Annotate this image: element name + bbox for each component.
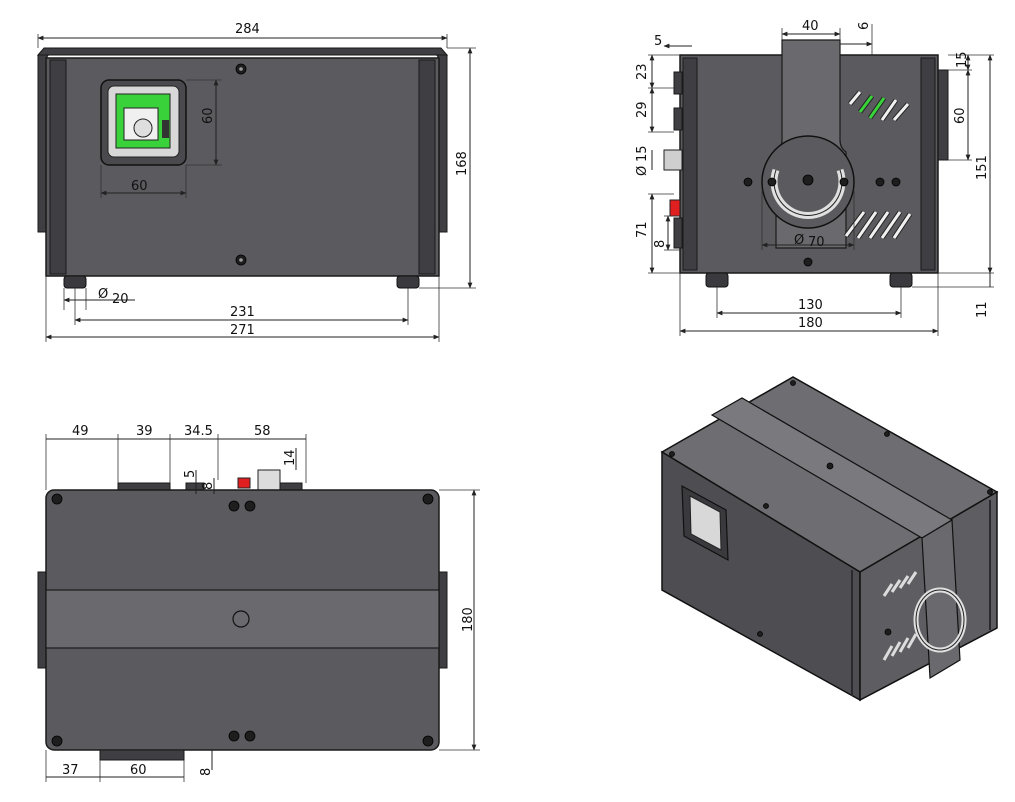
iso-vents (882, 571, 918, 661)
front-screw-top-in (239, 67, 243, 71)
dim-overall-width: 284 (235, 22, 260, 37)
side-right-rail (920, 57, 936, 271)
front-top-bracket (36, 47, 449, 56)
side-power-socket (673, 217, 683, 249)
iso-bracket-side (921, 518, 961, 680)
side-screw-a (743, 177, 753, 187)
dim-top-58: 58 (254, 424, 271, 439)
dim-bracket-width: 40 (802, 19, 819, 34)
top-connector-c (257, 469, 281, 493)
front-window-lens (133, 118, 153, 138)
iso-screw-2 (884, 431, 890, 437)
dim-knob-diameter: 70 (808, 235, 825, 250)
front-foot-right (396, 275, 420, 289)
front-left-rail (49, 59, 67, 275)
side-foot-left (705, 272, 729, 288)
dim-body-width: 271 (230, 323, 255, 338)
top-view: 49 39 34.5 58 5 8 14 180 37 60 8 (37, 424, 480, 782)
top-screw-tr (422, 493, 434, 505)
top-center-hole (232, 610, 250, 628)
front-foot-left (63, 275, 87, 289)
dim-8: 8 (653, 240, 668, 248)
dim-29: 29 (635, 101, 650, 118)
iso-screw-7 (757, 631, 763, 637)
front-right-rail (418, 59, 436, 275)
dim-height: 168 (455, 151, 470, 176)
iso-screw-4 (669, 451, 675, 457)
side-knob-screw-l (767, 177, 777, 187)
top-screw-b1 (228, 730, 240, 742)
dim-body-height: 151 (975, 155, 990, 180)
dim-top-49: 49 (72, 424, 89, 439)
side-foot-right (889, 272, 913, 288)
side-screw-bottom (803, 257, 813, 267)
top-screw-tl (51, 493, 63, 505)
iso-screw-6 (763, 503, 769, 509)
dim-15: 15 (955, 51, 970, 68)
isometric-view (660, 376, 999, 702)
side-power-switch (669, 199, 681, 217)
dim-connector-diameter: 15 (635, 145, 650, 162)
side-connector-top (673, 71, 683, 95)
dim-bracket-offset: 6 (857, 22, 872, 30)
dim-top-offset: 5 (654, 34, 662, 49)
side-knob-ring-edge (773, 169, 843, 216)
top-screw-t1 (228, 500, 240, 512)
side-screw-c (891, 177, 901, 187)
top-bottom-connector (99, 749, 185, 761)
side-screw-b (875, 177, 885, 187)
dim-foot-diameter: 20 (112, 292, 129, 307)
dim-top-8: 8 (201, 482, 216, 490)
side-connector-round (663, 149, 683, 171)
dim-side-foot-spacing: 130 (798, 298, 823, 313)
iso-screw-5 (826, 462, 834, 470)
dim-window-width: 60 (131, 179, 148, 194)
dim-71: 71 (635, 221, 650, 238)
dim-top-depth: 180 (461, 607, 476, 632)
iso-window-inner (689, 495, 722, 551)
dim-connector-diameter-symbol: Ø (635, 166, 650, 176)
side-view: 40 6 5 23 29 Ø 15 71 8 15 (635, 19, 994, 336)
top-screw-b2 (244, 730, 256, 742)
iso-screw-8 (884, 628, 892, 636)
iso-screw-3 (987, 489, 993, 495)
dim-fan-height: 60 (953, 107, 968, 124)
dim-23: 23 (635, 63, 650, 80)
iso-knob-edge (915, 589, 965, 651)
dim-foot-spacing: 231 (230, 305, 255, 320)
dim-bottom-37: 37 (62, 763, 79, 778)
top-screw-bl (51, 735, 63, 747)
top-left-handle (37, 571, 47, 669)
dim-knob-diameter-symbol: Ø (794, 233, 804, 248)
side-knob-screw-r (839, 177, 849, 187)
front-view: 284 168 60 60 Ø 20 231 271 (36, 22, 476, 342)
side-vents-bottom (844, 210, 913, 240)
dim-foot-diameter-symbol: Ø (98, 287, 108, 302)
dim-top-14: 14 (283, 449, 298, 466)
side-connector-mid (673, 107, 683, 131)
side-left-rail (682, 57, 698, 271)
side-knob-center (802, 174, 814, 186)
front-window-slot (162, 120, 169, 138)
top-band (45, 589, 440, 649)
top-screw-t2 (244, 500, 256, 512)
dim-top-5: 5 (183, 470, 198, 478)
dim-foot-height: 11 (975, 301, 990, 318)
side-fan-block (937, 69, 949, 161)
dim-top-34-5: 34.5 (184, 424, 213, 439)
side-vents-top (848, 90, 910, 122)
front-screw-bottom-in (239, 258, 243, 262)
dim-bottom-8: 8 (199, 768, 214, 776)
dim-bottom-60: 60 (130, 763, 147, 778)
dim-depth: 180 (798, 316, 823, 331)
dim-window-height: 60 (201, 107, 216, 124)
iso-screw-1 (790, 380, 796, 386)
top-switch-red (237, 477, 251, 489)
top-screw-br (422, 735, 434, 747)
dim-top-39: 39 (136, 424, 153, 439)
top-right-handle (438, 571, 448, 669)
